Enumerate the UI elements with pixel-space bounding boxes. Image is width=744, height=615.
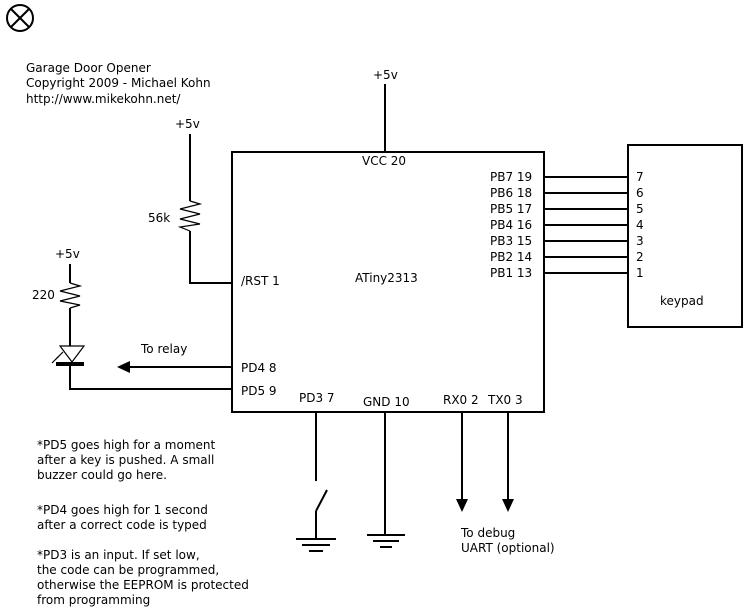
tx-pin-label: TX0 3 — [487, 393, 523, 407]
note-line: buzzer could go here. — [37, 468, 167, 482]
reset-wire — [189, 231, 232, 284]
pd5-wire — [69, 366, 232, 390]
rst-pin-label: /RST 1 — [241, 274, 280, 288]
ground-symbol-icon — [367, 534, 405, 548]
keypad-pin-label: 2 — [636, 250, 644, 264]
keypad-pin-label: 1 — [636, 266, 644, 280]
relay-arrow-icon — [117, 361, 130, 373]
chip-supply-label: +5v — [373, 68, 398, 82]
reset-supply-label: +5v — [175, 117, 200, 131]
note-line: *PD5 goes high for a moment — [37, 438, 216, 452]
title-line-2: Copyright 2009 - Michael Kohn — [26, 76, 211, 90]
note-line: after a key is pushed. A small — [37, 453, 214, 467]
port-pin-label: PB4 16 — [490, 218, 532, 232]
port-pin-label: PB3 15 — [490, 234, 532, 248]
debug-label-1: To debug — [460, 526, 515, 540]
note-line: the code can be programmed, — [37, 563, 219, 577]
title-line-3: http://www.mikekohn.net/ — [26, 92, 181, 106]
keypad-label: keypad — [660, 294, 704, 308]
keypad-pin-label: 3 — [636, 234, 644, 248]
tx-arrow-icon — [502, 499, 514, 512]
relay-label: To relay — [140, 342, 187, 356]
led-resistor-value: 220 — [32, 288, 55, 302]
note-line: otherwise the EEPROM is protected — [37, 578, 249, 592]
keypad-pin-label: 5 — [636, 202, 644, 216]
port-pin-label: PB1 13 — [490, 266, 532, 280]
keypad-body — [627, 144, 743, 328]
reset-resistor-value: 56k — [148, 211, 170, 225]
pd5-pin-label: PD5 9 — [241, 384, 277, 398]
lamp-symbol-icon — [6, 4, 34, 32]
resistor-icon — [177, 200, 203, 232]
note-line: from programming — [37, 593, 150, 607]
note-line: *PD3 is an input. If set low, — [37, 548, 200, 562]
title-line-1: Garage Door Opener — [26, 61, 151, 75]
port-pin-label: PB2 14 — [490, 250, 532, 264]
led-supply-label: +5v — [55, 247, 80, 261]
led-icon — [51, 345, 86, 366]
debug-label-2: UART (optional) — [461, 541, 555, 555]
rx-arrow-icon — [456, 499, 468, 512]
pd4-pin-label: PD4 8 — [241, 361, 277, 375]
port-pin-label: PB5 17 — [490, 202, 532, 216]
ground-symbol-icon — [296, 538, 336, 552]
gnd-pin-label: GND 10 — [363, 395, 410, 409]
chip-name: ATiny2313 — [355, 271, 418, 285]
keypad-pin-label: 6 — [636, 186, 644, 200]
note-line: after a correct code is typed — [37, 518, 207, 532]
port-pin-label: PB6 18 — [490, 186, 532, 200]
keypad-pin-label: 4 — [636, 218, 644, 232]
vcc-pin-label: VCC 20 — [362, 154, 406, 168]
switch-icon — [315, 489, 328, 512]
keypad-pin-label: 7 — [636, 170, 644, 184]
port-pin-label: PB7 19 — [490, 170, 532, 184]
rx-pin-label: RX0 2 — [443, 393, 479, 407]
resistor-icon — [59, 282, 83, 309]
pd3-pin-label: PD3 7 — [299, 391, 335, 405]
note-line: *PD4 goes high for 1 second — [37, 503, 208, 517]
